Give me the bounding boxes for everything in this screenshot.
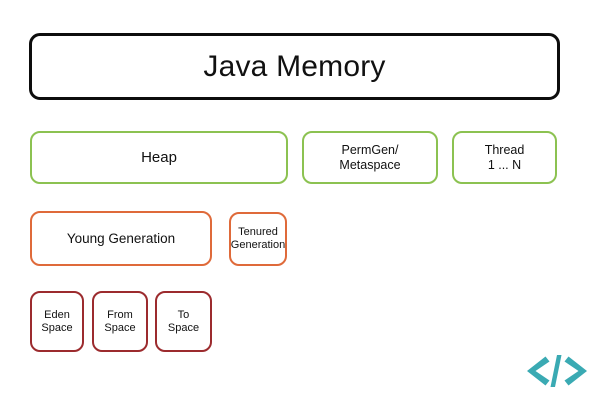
heap-tenured-generation: Tenured Generation xyxy=(229,212,287,266)
heap-young-generation: Young Generation xyxy=(30,211,212,266)
young-gen-to-space: To Space xyxy=(155,291,212,352)
young-gen-from-space: From Space xyxy=(92,291,148,352)
memory-area-heap: Heap xyxy=(30,131,288,184)
young-gen-eden-space: Eden Space xyxy=(30,291,84,352)
code-brackets-logo-icon xyxy=(527,355,587,387)
memory-area-permgen-metaspace: PermGen/ Metaspace xyxy=(302,131,438,184)
java-memory-title-box: Java Memory xyxy=(29,33,560,100)
memory-area-thread: Thread 1 ... N xyxy=(452,131,557,184)
